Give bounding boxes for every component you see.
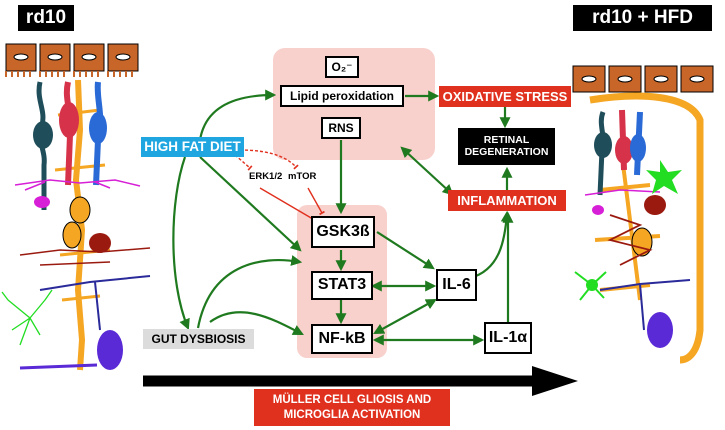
- right-amacrine: [599, 279, 691, 331]
- left-microglia: [1, 289, 53, 346]
- left-retina-illustration: [1, 43, 151, 371]
- arrow-gsk-to-il6: [376, 231, 435, 270]
- il1a-box: IL-1α: [484, 322, 532, 354]
- muller-gliosis-line1: MÜLLER CELL GLIOSIS AND: [272, 393, 432, 406]
- arrow-hfd-to-gut: [172, 156, 190, 331]
- right-rpe-cells: [572, 65, 714, 93]
- mtor-label: mTOR: [288, 171, 317, 182]
- arrow-gut-to-stat3: [196, 255, 303, 329]
- erk-to-gsk: [259, 187, 321, 225]
- right-retina-illustration: [572, 65, 714, 364]
- inhibitory-links: [234, 149, 325, 225]
- gsk3b-box: GSK3ß: [311, 216, 375, 248]
- inflammation-tag: INFLAMMATION: [448, 190, 566, 211]
- muller-gliosis-tag: MÜLLER CELL GLIOSIS AND MICROGLIA ACTIVA…: [254, 389, 450, 426]
- high-fat-diet-tag: HIGH FAT DIET: [141, 137, 244, 157]
- hfd-to-mtor: [239, 149, 299, 170]
- right-ganglion-cell: [647, 312, 673, 348]
- right-horizontal-cell: [644, 195, 666, 215]
- left-horizontal-cell: [89, 233, 111, 253]
- right-microglia-activated: [646, 160, 682, 194]
- retinal-degeneration-tag: RETINAL DEGENERATION: [458, 128, 555, 165]
- muller-gliosis-line2: MICROGLIA ACTIVATION: [283, 409, 421, 421]
- retinal-degeneration-line1: RETINAL: [483, 134, 530, 147]
- left-rpe-cells: [5, 43, 139, 77]
- left-amacrine: [39, 275, 151, 331]
- left-panel-title: rd10: [18, 5, 74, 31]
- il6-box: IL-6: [436, 269, 477, 301]
- erk-label: ERK1/2: [249, 171, 283, 182]
- left-ganglion-cell: [97, 330, 123, 370]
- o2-superoxide-box: O₂⁻: [325, 56, 359, 78]
- arrows: [172, 89, 514, 346]
- right-bipolar-dendrites: [584, 189, 661, 196]
- right-panel-title: rd10 + HFD: [573, 5, 712, 31]
- right-microglia: [574, 271, 607, 301]
- gut-dysbiosis-tag: GUT DYSBIOSIS: [143, 329, 254, 349]
- right-muller-cell: [589, 92, 704, 364]
- arrow-gut-to-nfkb: [209, 311, 304, 336]
- oxidative-stress-tag: OXIDATIVE STRESS: [439, 86, 571, 107]
- arrow-nfkb-il6: [373, 298, 437, 335]
- left-muller-cell: [72, 79, 86, 371]
- rns-box: RNS: [321, 117, 361, 139]
- retinal-degeneration-line2: DEGENERATION: [464, 145, 549, 158]
- left-bipolar-dendrites: [14, 179, 141, 191]
- hfd-to-erk: [234, 154, 253, 171]
- arrow-hfd-to-stat3: [199, 156, 302, 252]
- arrow-hfd-to-lipid: [198, 89, 277, 141]
- stat3-box: STAT3: [311, 271, 373, 300]
- arrow-inflammation-oxpanel: [400, 146, 454, 196]
- lipid-peroxidation-box: Lipid peroxidation: [280, 85, 404, 107]
- mtor-to-gsk: [307, 187, 325, 216]
- nfkb-box: NF-kB: [311, 324, 373, 354]
